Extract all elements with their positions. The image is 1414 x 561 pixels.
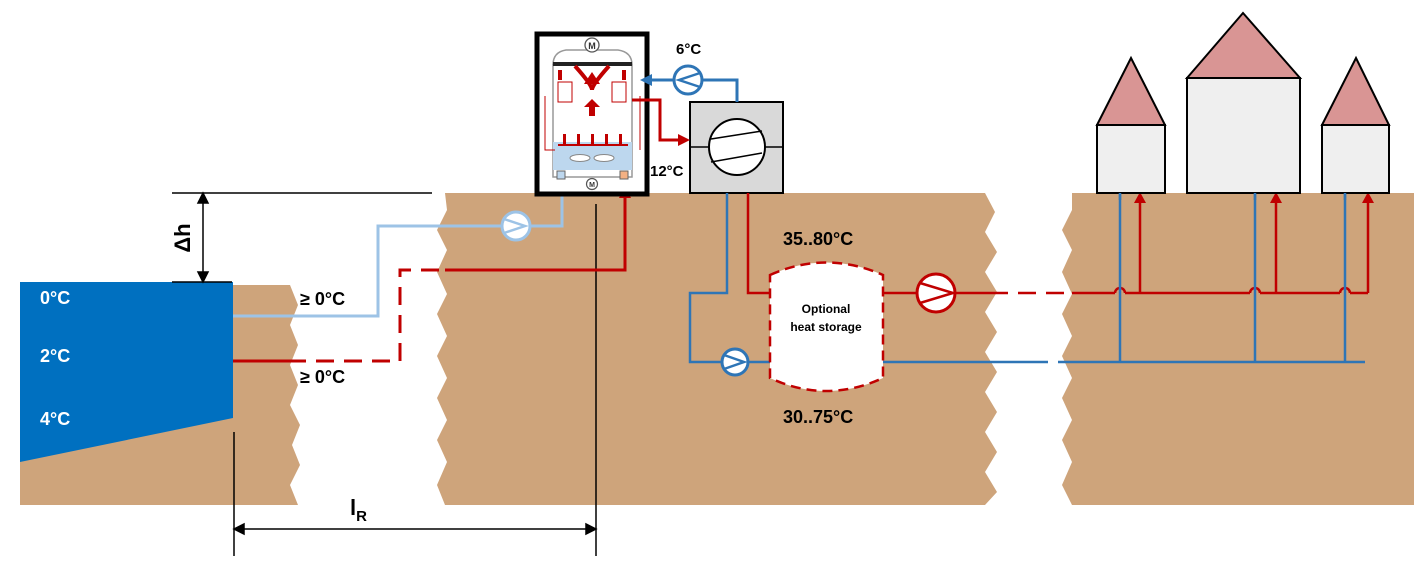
storage-label-line1: Optional [802, 302, 851, 316]
ground-right [1062, 193, 1414, 505]
network-supply-temp: 35..80°C [783, 229, 853, 249]
house-feed-arrows [1134, 192, 1374, 203]
exchanger-inlet-temp: 12°C [650, 163, 684, 180]
house-icon [1095, 11, 1391, 194]
house-left [1095, 55, 1167, 194]
height-label: Δh [170, 223, 195, 252]
height-dimension [172, 191, 432, 284]
svg-text:M: M [589, 182, 595, 189]
house-center [1184, 11, 1303, 194]
house-right [1320, 55, 1391, 194]
exchanger-pump-icon [672, 64, 704, 96]
lake-water [20, 282, 233, 462]
heat-exchanger: M M [534, 31, 650, 197]
lake-temp-surface: 0°C [40, 288, 70, 308]
heat-storage: Optional heat storage [768, 261, 885, 393]
network-pipes [688, 193, 1370, 364]
exchanger-heatpump-pipes [632, 74, 739, 146]
lake-temp-mid: 2°C [40, 346, 70, 366]
compressor-icon [690, 118, 783, 176]
bottom-motor-icon: M [585, 177, 599, 191]
storage-label-line2: heat storage [790, 320, 862, 334]
lake-temp-bottom: 4°C [40, 409, 70, 429]
length-label: lR [350, 495, 367, 525]
supply-pump-icon [915, 272, 958, 314]
length-dimension [232, 204, 598, 556]
return-temp-label: ≥ 0°C [300, 367, 345, 387]
motor-icon: M [584, 37, 600, 53]
svg-text:M: M [588, 41, 596, 51]
intake-temp-label: ≥ 0°C [300, 289, 345, 309]
exchanger-outlet-temp: 6°C [676, 41, 701, 58]
return-pump-icon [720, 347, 750, 377]
intake-pump-icon [500, 210, 532, 242]
heat-pump [689, 101, 784, 194]
network-return-temp: 30..75°C [783, 407, 853, 427]
intake-pipe [233, 224, 502, 318]
